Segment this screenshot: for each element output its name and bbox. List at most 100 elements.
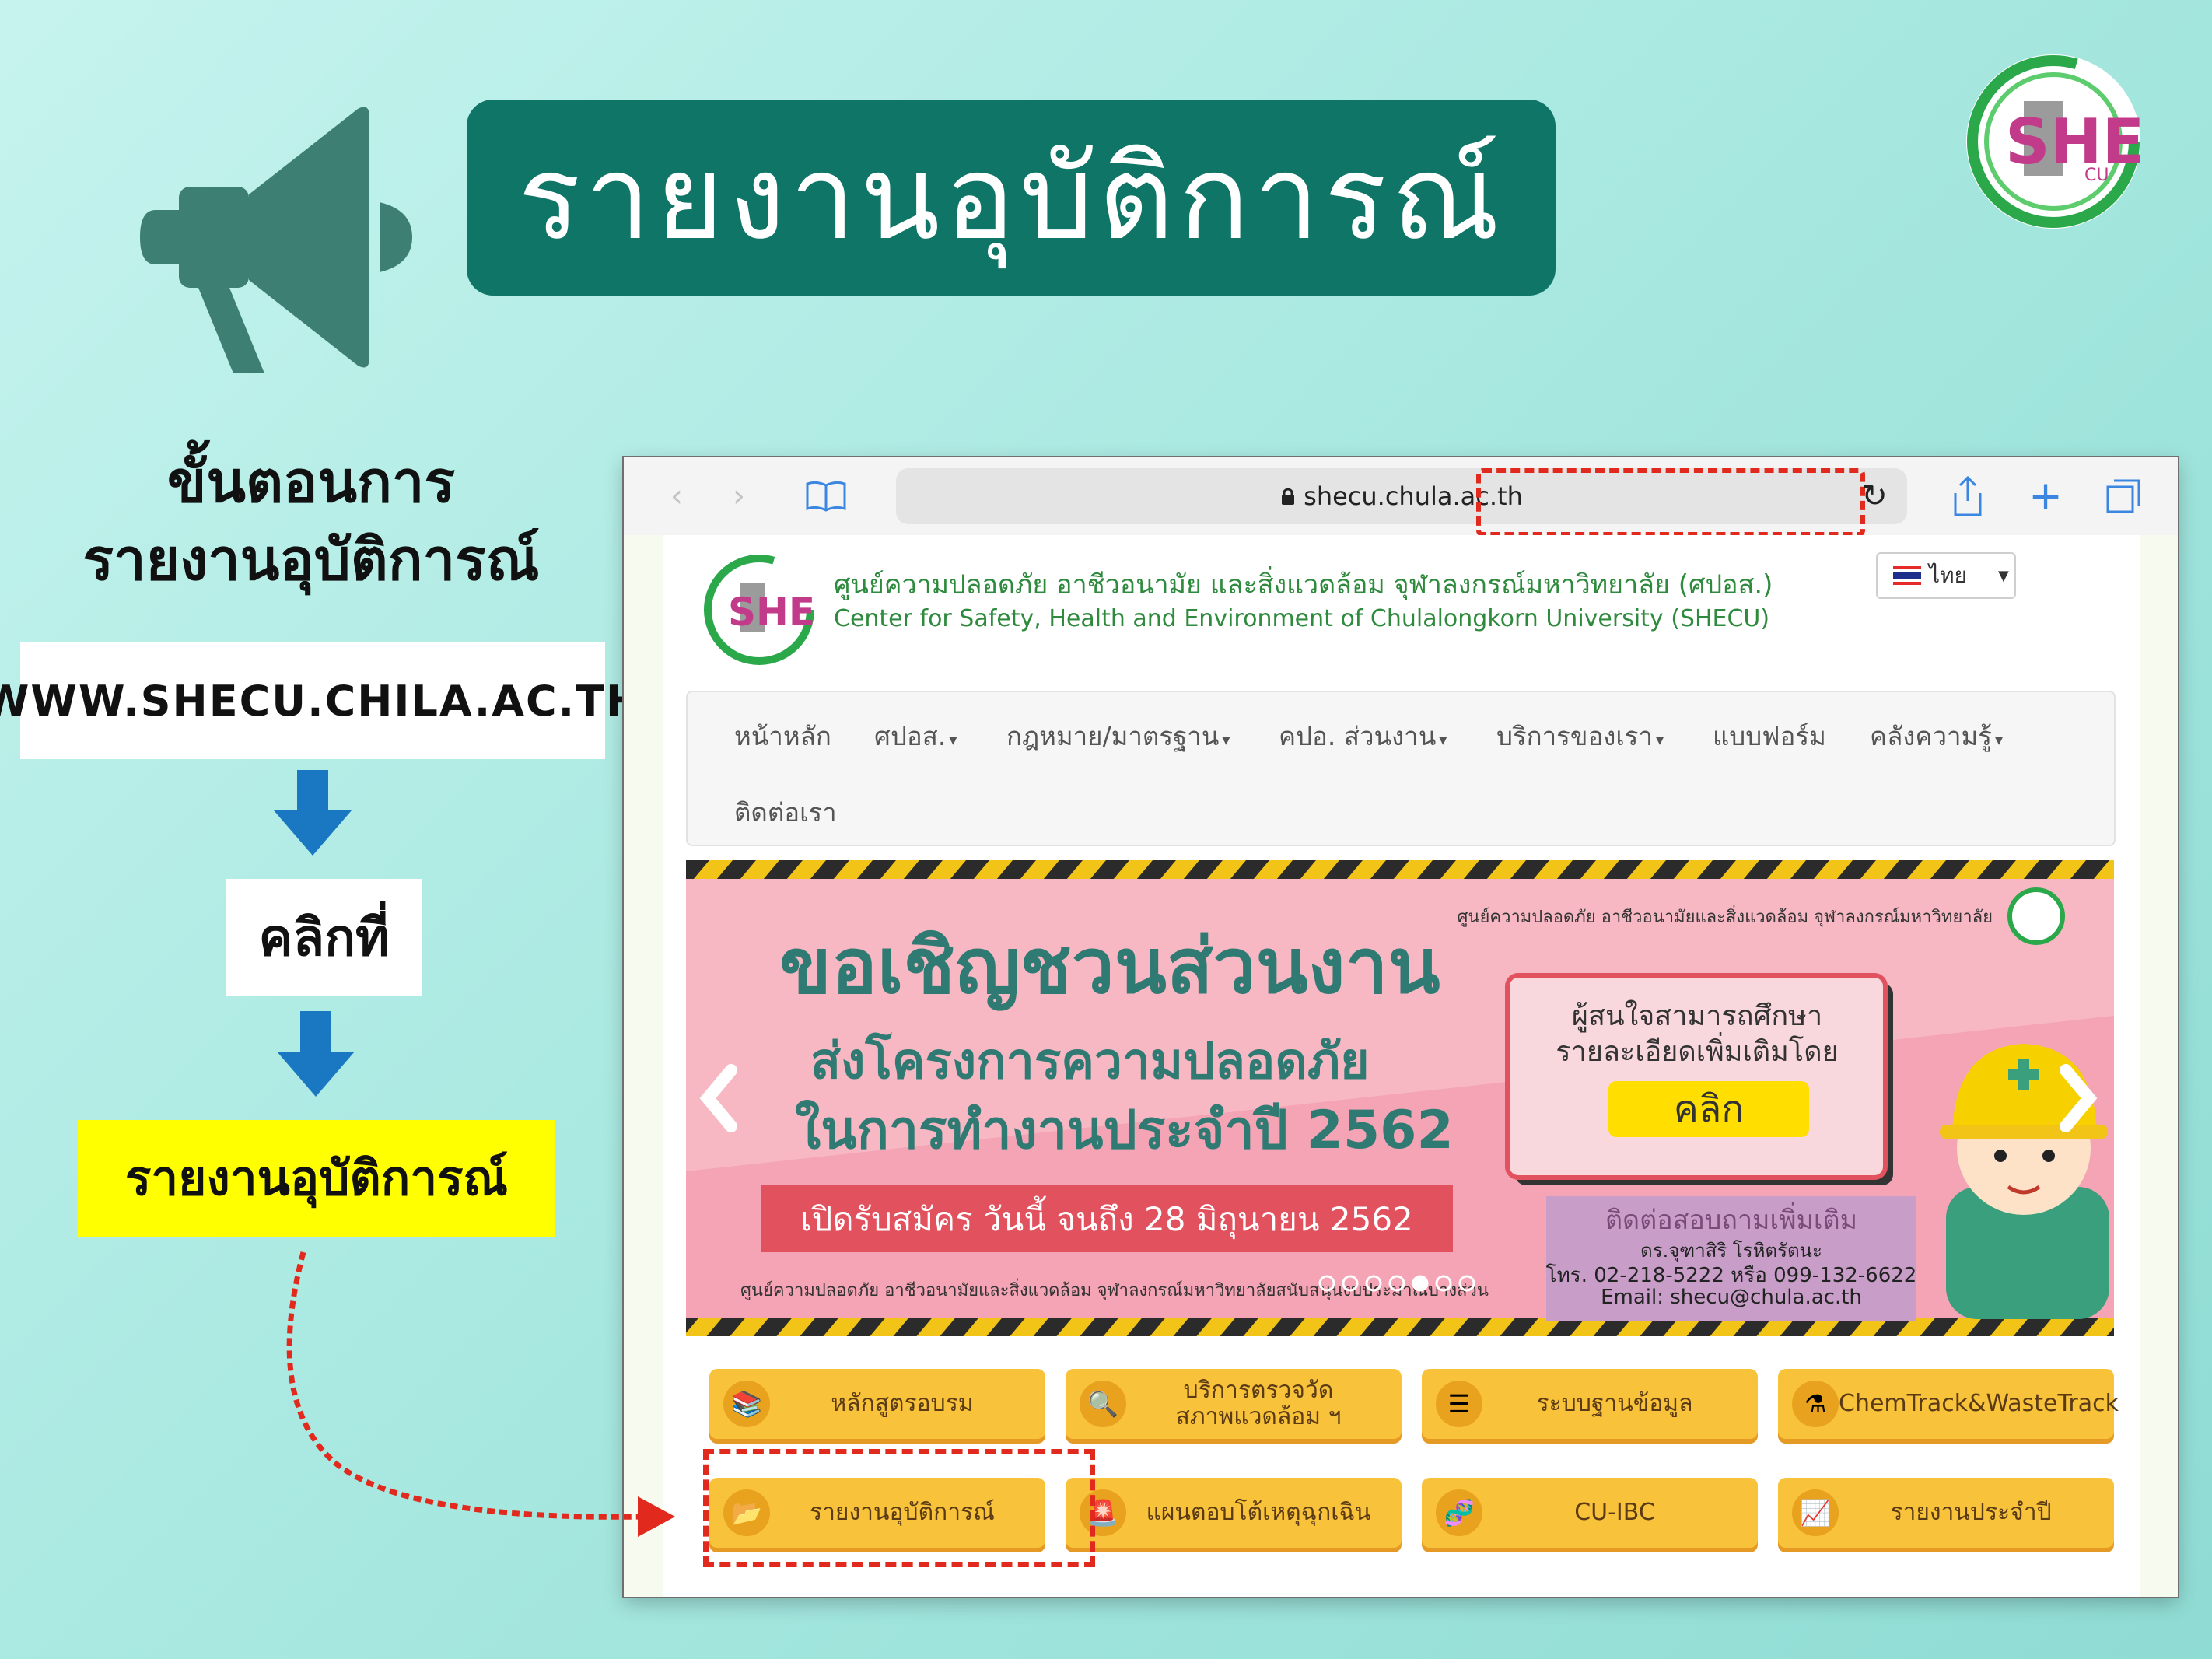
caret-down-icon: ▾: [1995, 730, 2004, 749]
forward-icon[interactable]: ›: [733, 478, 745, 514]
folder-icon: 📂: [723, 1489, 770, 1536]
banner-click-label: คลิก: [1674, 1087, 1745, 1131]
magnifier-icon: 🔍: [1080, 1381, 1126, 1427]
contact-title: ติดต่อสอบถามเพิ่มเติม: [1605, 1202, 1857, 1236]
carousel-dot[interactable]: [1342, 1275, 1359, 1292]
quick-link-tile[interactable]: ⚗ChemTrack&WasteTrack: [1778, 1369, 2119, 1439]
nav-home[interactable]: หน้าหลัก: [734, 721, 831, 751]
quick-link-tile[interactable]: 🧬CU-IBC: [1422, 1478, 1758, 1548]
step-url-box: WWW.SHECU.CHILA.AC.TH: [0, 642, 641, 759]
page-content: SHE ศูนย์ความปลอดภัย อาชีวอนามัย และสิ่ง…: [663, 535, 2140, 1597]
contact-box: [1546, 1196, 1916, 1321]
quick-link-label: ChemTrack&WasteTrack: [1839, 1390, 2119, 1417]
megaphone-icon: [140, 107, 412, 373]
banner-headline-3: ในการทำงานประจำปี 2562: [795, 1099, 1454, 1161]
carousel-dot[interactable]: [1318, 1275, 1335, 1292]
promo-banner[interactable]: ศูนย์ความปลอดภัย อาชีวอนามัยและสิ่งแวดล้…: [686, 860, 2114, 1336]
step-report-text: รายงานอุบัติการณ์: [125, 1150, 508, 1206]
info-line-2: รายละเอียดเพิ่มเติมโดย: [1556, 1032, 1838, 1068]
carousel-dot[interactable]: [1458, 1275, 1475, 1292]
quick-link-label: บริการตรวจวัด สภาพแวดล้อม ฯ: [1175, 1377, 1342, 1430]
lock-icon: [1282, 488, 1295, 505]
flask-icon: ⚗: [1792, 1381, 1839, 1427]
svg-text:SHE: SHE: [2005, 106, 2144, 178]
web-page: SHE ศูนย์ความปลอดภัย อาชีวอนามัย และสิ่ง…: [624, 535, 2178, 1597]
carousel-dot[interactable]: [1365, 1275, 1382, 1292]
tabs-icon[interactable]: [2102, 474, 2145, 518]
language-select[interactable]: ไทย ▼: [1876, 552, 2016, 599]
address-text: shecu.chula.ac.th: [1304, 481, 1523, 511]
quick-link-label: แผนตอบโต้เหตุฉุกเฉิน: [1146, 1499, 1371, 1526]
steps-heading-line2: รายงานอุบัติการณ์: [82, 527, 540, 593]
banner-deadline: เปิดรับสมัคร วันนี้ จนถึง 28 มิถุนายน 25…: [800, 1195, 1413, 1240]
quick-link-label: ระบบฐานข้อมูล: [1536, 1390, 1693, 1417]
banner-headline-2: ส่งโครงการความปลอดภัย: [810, 1031, 1370, 1090]
quick-link-tile[interactable]: 📂 รายงานอุบัติการณ์: [709, 1478, 1045, 1548]
step-click-text: คลิกที่: [258, 907, 390, 968]
nav-committee[interactable]: คปอ. ส่วนงาน▾: [1279, 721, 1447, 751]
new-tab-icon[interactable]: +: [2028, 473, 2063, 520]
nav-knowledge[interactable]: คลังความรู้▾: [1870, 721, 2004, 751]
contact-tel: โทร. 02-218-5222 หรือ 099-132-6622: [1546, 1263, 1917, 1287]
quick-link-tile[interactable]: 🔍 บริการตรวจวัด สภาพแวดล้อม ฯ: [1066, 1369, 1402, 1439]
info-line-1: ผู้สนใจสามารถศึกษา: [1572, 999, 1822, 1033]
title-banner: รายงานอุบัติการณ์: [467, 100, 1556, 296]
thai-flag-icon: [1893, 566, 1921, 585]
share-icon[interactable]: [1946, 474, 1990, 518]
arrow-down-icon: [274, 770, 352, 856]
nav-services[interactable]: บริการของเรา▾: [1496, 721, 1664, 751]
address-highlight: [1476, 468, 1865, 537]
step-click-box: คลิกที่: [226, 879, 422, 996]
quick-link-label: รายงานอุบัติการณ์: [809, 1499, 996, 1526]
contact-name: ดร.จุฑาสิริ โรหิตรัตนะ: [1640, 1240, 1822, 1262]
banner-footnote: ศูนย์ความปลอดภัย อาชีวอนามัยและสิ่งแวดล้…: [740, 1278, 1489, 1300]
database-icon: ☰: [1436, 1381, 1482, 1427]
caret-down-icon: ▾: [949, 730, 957, 749]
banner-click-button: [1608, 1081, 1809, 1137]
tile-highlight: [703, 1449, 1095, 1567]
carousel-dot[interactable]: [1388, 1275, 1405, 1292]
bookmarks-icon[interactable]: [804, 474, 848, 518]
growth-chart-icon: 📈: [1792, 1489, 1839, 1536]
site-name-en: Center for Safety, Health and Environmen…: [834, 605, 1770, 632]
caret-down-icon: ▾: [1439, 730, 1447, 749]
chevron-down-icon: ▼: [1997, 567, 2009, 584]
caret-down-icon: ▾: [1655, 730, 1664, 749]
step-url-text: WWW.SHECU.CHILA.AC.TH: [0, 676, 643, 726]
books-icon: 📚: [723, 1381, 770, 1427]
quick-link-label: CU-IBC: [1574, 1499, 1655, 1526]
carousel-dots: [1318, 1275, 1475, 1292]
svg-text:SHE: SHE: [728, 590, 815, 635]
she-cu-logo: SHE CU: [1966, 54, 2144, 229]
main-nav: หน้าหลัก ศปอส.▾ กฎหมาย/มาตรฐาน▾ คปอ. ส่ว…: [686, 691, 2116, 846]
browser-toolbar: ‹ › shecu.chula.ac.th ↻ +: [624, 457, 2178, 537]
carousel-dot[interactable]: [1435, 1275, 1452, 1292]
banner-next-icon: [2060, 1064, 2098, 1132]
quick-link-label: รายงานประจำปี: [1890, 1499, 2052, 1526]
step-report-box: รายงานอุบัติการณ์: [78, 1120, 555, 1237]
browser-window: ‹ › shecu.chula.ac.th ↻ + SHE ศูนย์คว: [624, 457, 2178, 1597]
reload-icon[interactable]: ↻: [1861, 478, 1888, 514]
back-icon[interactable]: ‹: [670, 478, 683, 514]
nav-forms[interactable]: แบบฟอร์ม: [1713, 721, 1826, 751]
carousel-dot[interactable]: [1412, 1275, 1429, 1292]
quick-link-tile[interactable]: ☰ ระบบฐานข้อมูล: [1422, 1369, 1758, 1439]
nav-contact[interactable]: ติดต่อเรา: [734, 797, 837, 828]
banner-deadline-box: [761, 1185, 1453, 1252]
nav-about[interactable]: ศปอส.▾: [874, 721, 957, 751]
steps-heading: ขั้นตอนการ รายงานอุบัติการณ์: [31, 443, 591, 599]
nav-law[interactable]: กฎหมาย/มาตรฐาน▾: [1006, 721, 1230, 751]
site-name-th: ศูนย์ความปลอดภัย อาชีวอนามัย และสิ่งแวดล…: [834, 569, 1773, 600]
banner-prev-icon: [699, 1064, 737, 1132]
banner-logo: [2007, 887, 2065, 945]
quick-link-tile[interactable]: 📈 รายงานประจำปี: [1778, 1478, 2114, 1548]
quick-link-tile[interactable]: 📚 หลักสูตรอบรม: [709, 1369, 1045, 1439]
quick-link-tile[interactable]: 🚨แผนตอบโต้เหตุฉุกเฉิน: [1066, 1478, 1402, 1548]
quick-link-label: หลักสูตรอบรม: [831, 1390, 974, 1417]
banner-headline-1: ขอเชิญชวนส่วนงาน: [779, 922, 1440, 1012]
site-logo[interactable]: SHE: [700, 551, 818, 669]
banner-top-caption: ศูนย์ความปลอดภัย อาชีวอนามัยและสิ่งแวดล้…: [1457, 905, 1993, 927]
address-bar[interactable]: shecu.chula.ac.th ↻: [896, 468, 1907, 537]
steps-heading-line1: ขั้นตอนการ: [166, 449, 456, 516]
caret-down-icon: ▾: [1222, 730, 1230, 749]
